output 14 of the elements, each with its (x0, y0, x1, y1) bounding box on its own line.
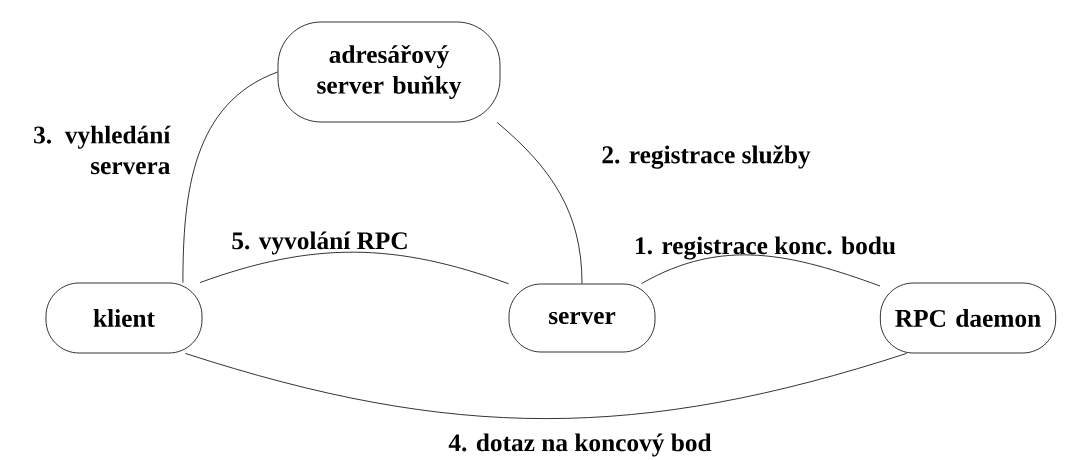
rounded-box: server (508, 283, 656, 353)
edge-label: 2. registrace služby (602, 145, 811, 169)
connector-line (641, 254, 881, 287)
rounded-box: adresářový server buňky (277, 21, 501, 123)
rounded-box: RPC daemon (879, 282, 1057, 354)
edge-label: 4. dotaz na koncový bod (448, 433, 712, 457)
rounded-box: klient (45, 282, 203, 354)
connector-line (199, 251, 509, 285)
connector-line (182, 71, 278, 283)
edge-label: 5. vyvolání RPC (232, 231, 407, 255)
edge-label: 1. registrace konc. bodu (636, 236, 896, 260)
connector-line (496, 122, 583, 284)
edge-label: 3. vyhledání servera (34, 125, 171, 175)
connector-line (184, 353, 908, 419)
